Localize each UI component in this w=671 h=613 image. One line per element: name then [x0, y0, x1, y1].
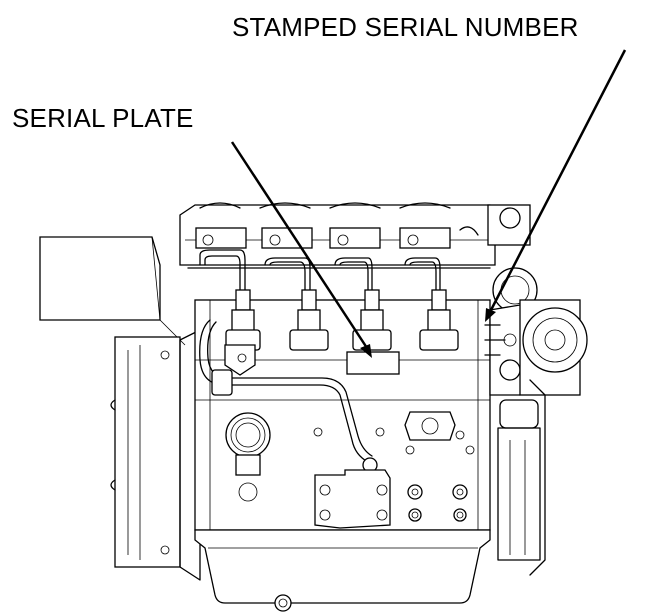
oil-pan: [194, 529, 491, 612]
block-details: [313, 411, 475, 455]
leader-arrows: [230, 49, 627, 358]
flywheel-housing: [110, 329, 201, 581]
fuel-feed-pipe: [199, 319, 378, 473]
cylinder-head: [179, 202, 496, 266]
lower-bracket: [314, 469, 468, 529]
right-front-components: [484, 299, 588, 576]
oil-filler: [225, 412, 271, 502]
serial-plate-label: SERIAL PLATE: [12, 103, 194, 133]
injectors: [225, 289, 459, 351]
air-intake-duct: [39, 236, 186, 346]
stamped-serial-number-label: STAMPED SERIAL NUMBER: [232, 12, 579, 42]
fuel-lines: [187, 249, 491, 291]
serial-plate: [346, 351, 400, 375]
